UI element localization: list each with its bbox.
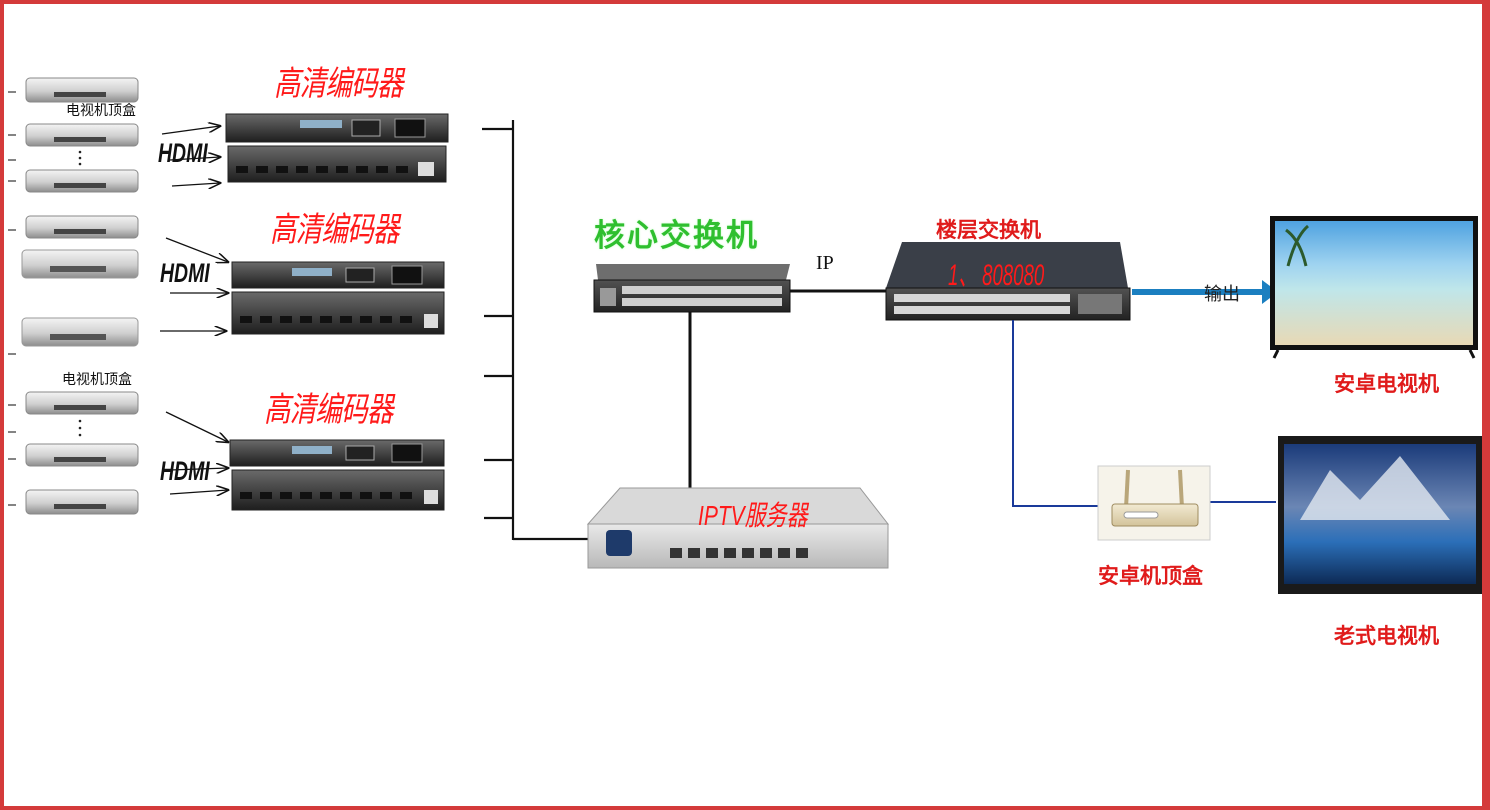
set-top-box (25, 391, 139, 415)
set-top-box (25, 489, 139, 515)
output-label: 输出 (1204, 284, 1240, 304)
hdmi-label-3: HDMI (160, 456, 210, 486)
set-top-box (25, 443, 139, 467)
iptv-server-device (586, 487, 890, 569)
floor-switch-device (885, 242, 1131, 321)
core-switch-device (593, 264, 791, 313)
android-box-label: 安卓机顶盒 (1098, 564, 1203, 588)
ellipsis-dots (78, 419, 82, 437)
core-switch-label: 核心交换机 (594, 218, 759, 254)
set-top-box (25, 215, 139, 239)
encoder-title-1: 高清编码器 (274, 64, 403, 104)
encoder-title-2: 高清编码器 (270, 210, 399, 250)
ip-label: IP (816, 252, 834, 274)
old-tv-device (1278, 436, 1482, 594)
floor-switch-links (1012, 280, 1278, 507)
iptv-server-label: IPTV服务器 (698, 500, 808, 531)
old-tv-label: 老式电视机 (1334, 624, 1439, 648)
set-top-boxes (8, 77, 139, 515)
encoder-unit (225, 113, 449, 183)
stb-label-2: 电视机顶盒 (62, 373, 132, 388)
encoder-unit (229, 439, 445, 511)
set-top-box (25, 123, 139, 147)
android-tv-device (1270, 216, 1478, 359)
edge-ticks (8, 91, 16, 506)
set-top-box (21, 249, 139, 279)
android-tv-label: 安卓电视机 (1334, 372, 1439, 396)
set-top-box (25, 169, 139, 193)
ellipsis-dots (78, 150, 82, 166)
hdmi-arrows (160, 126, 228, 494)
set-top-box (25, 77, 139, 103)
set-top-box (21, 317, 139, 347)
port-text: 1、 808080 (948, 259, 1045, 292)
stb-label-1: 电视机顶盒 (66, 104, 136, 119)
encoder-unit (231, 261, 445, 335)
floor-switch-label: 楼层交换机 (936, 218, 1041, 242)
hdmi-label-1: HDMI (158, 138, 208, 168)
encoder-title-3: 高清编码器 (264, 390, 393, 430)
android-box-device (1097, 465, 1211, 541)
hdmi-label-2: HDMI (160, 258, 210, 288)
encoder-bus (482, 120, 588, 541)
